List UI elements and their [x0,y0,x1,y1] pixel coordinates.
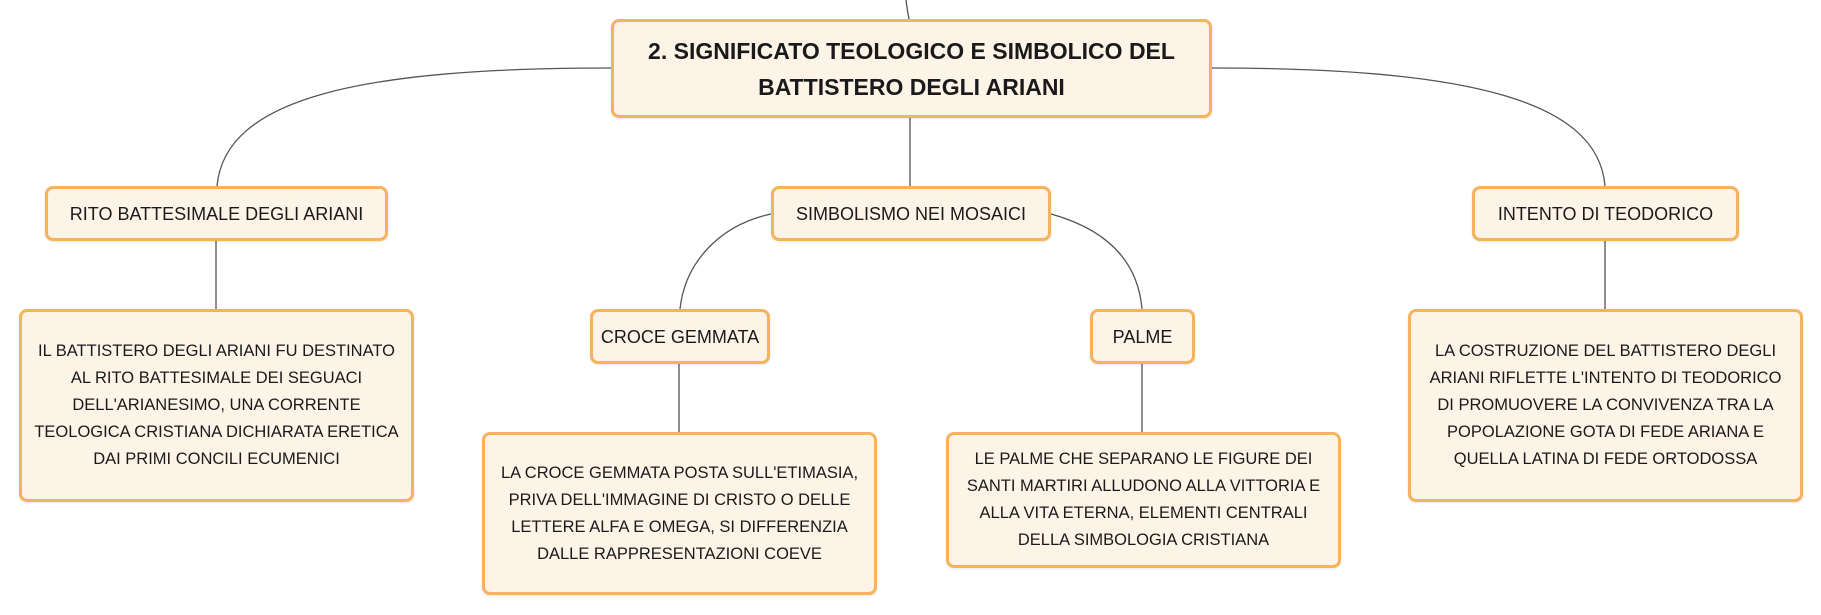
detail-node-intento[interactable]: LA COSTRUZIONE DEL BATTISTERO DEGLI ARIA… [1408,309,1803,502]
connector-root-intento [1211,67,1606,187]
connector-root-rito [216,67,612,187]
detail-text: IL BATTISTERO DEGLI ARIANI FU DESTINATO … [34,342,399,468]
detail-node-croce-gemmata[interactable]: LA CROCE GEMMATA POSTA SULL'ETIMASIA, PR… [482,432,877,595]
subtopic-node-palme[interactable]: PALME [1090,309,1195,364]
connector-from-parent [905,0,910,20]
root-topic-node[interactable]: 2. SIGNIFICATO TEOLOGICO E SIMBOLICO DEL… [611,19,1212,118]
subtopic-node-croce-gemmata[interactable]: CROCE GEMMATA [590,309,770,364]
detail-text: LA CROCE GEMMATA POSTA SULL'ETIMASIA, PR… [500,463,859,563]
root-title-line-1: 2. SIGNIFICATO TEOLOGICO E SIMBOLICO DEL [648,37,1175,64]
root-topic-title: 2. SIGNIFICATO TEOLOGICO E SIMBOLICO DEL… [648,33,1175,105]
subtopic-node-intento[interactable]: INTENTO DI TEODORICO [1472,186,1739,241]
detail-node-rito[interactable]: IL BATTISTERO DEGLI ARIANI FU DESTINATO … [19,309,414,502]
root-title-line-2: BATTISTERO DEGLI ARIANI [758,73,1065,100]
subtopic-label: CROCE GEMMATA [600,326,760,347]
subtopic-node-simbolismo[interactable]: SIMBOLISMO NEI MOSAICI [771,186,1051,241]
detail-text: LE PALME CHE SEPARANO LE FIGURE DEI SANT… [966,450,1321,549]
connector-simbolismo-croce [679,213,772,310]
subtopic-node-rito[interactable]: RITO BATTESIMALE DEGLI ARIANI [45,186,388,241]
detail-text: LA COSTRUZIONE DEL BATTISTERO DEGLI ARIA… [1429,342,1782,468]
detail-node-palme[interactable]: LE PALME CHE SEPARANO LE FIGURE DEI SANT… [946,432,1341,568]
subtopic-label: SIMBOLISMO NEI MOSAICI [795,203,1027,224]
subtopic-label: PALME [1112,326,1173,347]
subtopic-label: INTENTO DI TEODORICO [1497,203,1714,224]
connector-simbolismo-palme [1050,213,1143,310]
subtopic-label: RITO BATTESIMALE DEGLI ARIANI [69,203,364,224]
